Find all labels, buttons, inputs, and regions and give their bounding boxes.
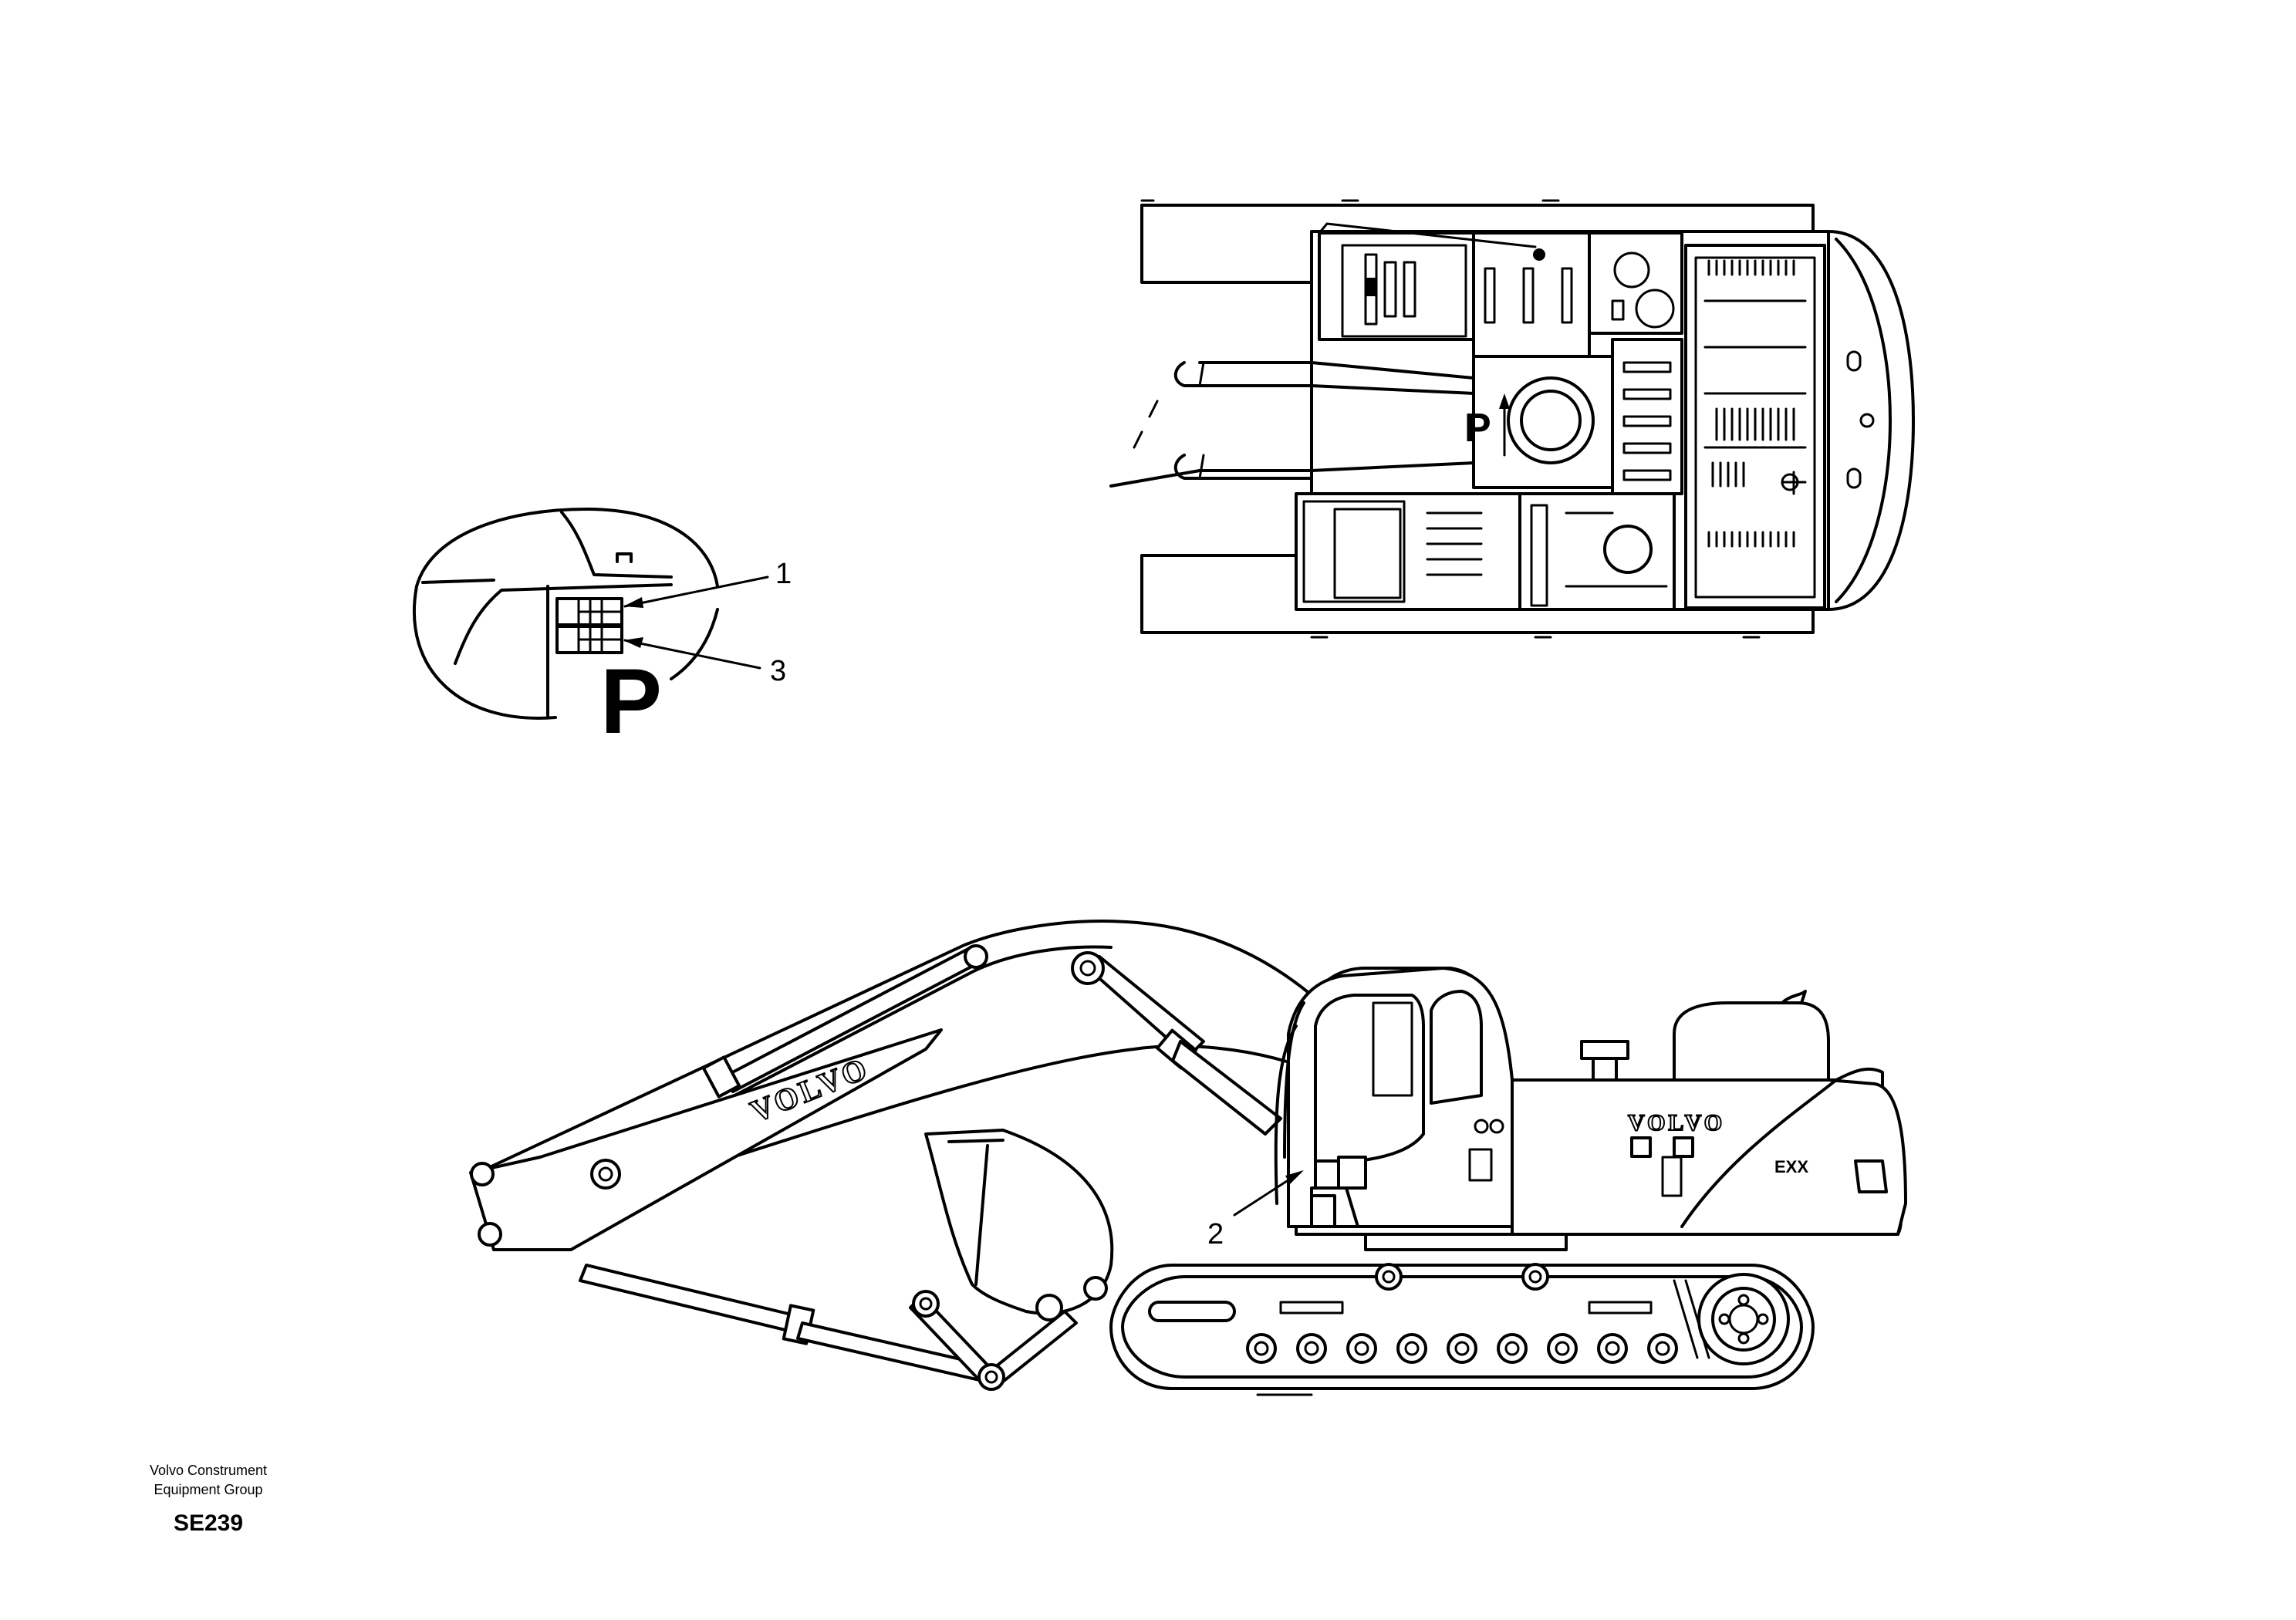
cab-door-window — [1314, 994, 1425, 1228]
detail-p-symbol: P — [600, 650, 662, 753]
top-view-p-symbol: P — [1464, 406, 1491, 451]
radiator-grill-lower — [1711, 461, 1745, 488]
body-brand: VOLVO — [1628, 1110, 1725, 1136]
swing-ring-top — [1507, 376, 1595, 464]
leader-line-3 — [623, 639, 761, 670]
callout-2: 2 — [1207, 1218, 1224, 1250]
carrier-roller-2 — [1521, 1263, 1549, 1291]
track-frame — [1109, 1264, 1815, 1390]
hood — [1673, 1001, 1830, 1082]
counterweight-top — [1827, 230, 1915, 611]
callout-1: 1 — [775, 558, 792, 590]
org-line-1: Volvo Construment — [149, 1463, 268, 1478]
cab-rear-window — [1430, 990, 1483, 1105]
bucket-cylinder — [579, 1264, 796, 1332]
arm — [469, 1028, 943, 1251]
side-view: VOLVO VOLVO EXX 2 — [469, 920, 1907, 1396]
radiator-grill-bottom — [1707, 531, 1795, 548]
cab-top — [1295, 492, 1521, 611]
footer: Volvo Construment Equipment Group SE239 — [116, 1461, 301, 1537]
radiator-grill-upper — [1707, 259, 1795, 276]
detail-view: 1 3 P — [412, 508, 792, 753]
top-view: P — [1109, 199, 1915, 639]
pump-switch-location — [1310, 1194, 1336, 1228]
track-rollers — [1246, 1333, 1678, 1364]
engine-housing — [1511, 1078, 1907, 1236]
leader-line-1 — [623, 575, 769, 608]
carrier-roller-1 — [1375, 1263, 1403, 1291]
turntable — [1364, 1233, 1568, 1251]
cab-handle — [1337, 1156, 1367, 1190]
radiator-grill-middle — [1715, 407, 1795, 441]
model-badge: EXX — [1774, 1157, 1808, 1176]
callout-3: 3 — [770, 655, 786, 687]
diagram-code: SE239 — [173, 1510, 244, 1536]
org-line-2: Equipment Group — [154, 1482, 263, 1497]
